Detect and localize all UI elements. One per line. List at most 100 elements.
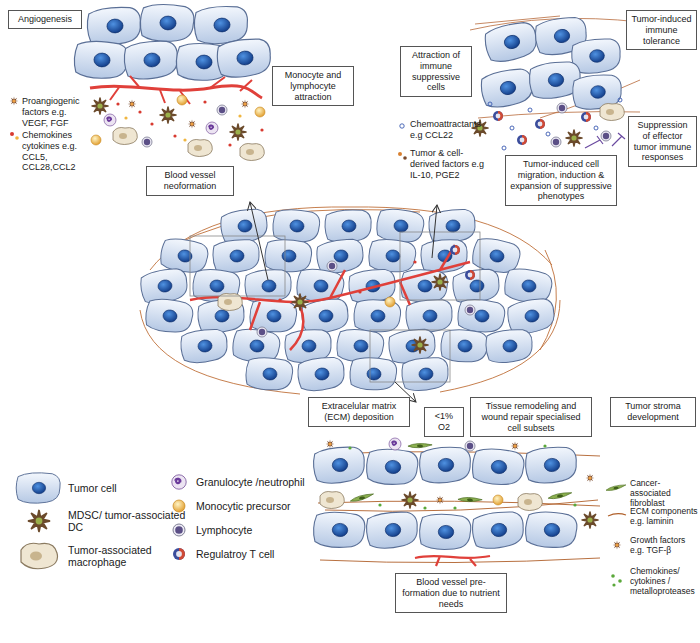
label-box: Tumor-induced cell migration, induction …: [505, 155, 617, 206]
immune-tolerance-panel: [400, 124, 404, 128]
stroma-panel: [608, 514, 626, 516]
angiogenesis-panel: [260, 128, 263, 131]
stroma-panel: [326, 440, 335, 449]
tumor-mass: [292, 294, 308, 310]
stroma-panel: [586, 474, 595, 483]
tumor-mass: [278, 260, 416, 301]
immune-tolerance-panel: [585, 133, 625, 148]
tumor-mass: [400, 232, 480, 300]
legend-symbol: [166, 496, 192, 516]
angiogenesis-panel: [113, 128, 137, 145]
legend-label: Regulatroy T cell: [196, 548, 274, 560]
label-box: Extracelular matrix (ECM) deposition: [308, 397, 410, 427]
tumor-mass: [412, 337, 428, 353]
stroma-panel: [348, 444, 576, 509]
label-box: Blood vessel pre-formation due to nutrie…: [395, 573, 507, 613]
stroma-panel: [573, 503, 576, 506]
immune-tolerance-panel: [488, 102, 492, 106]
label-box: Angiogenesis: [8, 10, 82, 29]
angiogenesis-panel: [138, 110, 141, 113]
tumor-mass: [440, 328, 489, 364]
legend-label: Tumor-associated macrophage: [68, 544, 186, 568]
stroma-panel: [419, 446, 472, 484]
angiogenesis-panel: [255, 107, 265, 117]
annotation-text: ECM components e.g. laminin: [630, 506, 698, 526]
legend-label: Tumor cell: [68, 482, 117, 494]
immune-tolerance-panel: [528, 108, 532, 112]
stroma-panel: [471, 447, 525, 487]
immune-tolerance-panel: [403, 156, 407, 160]
stroma-panel: [524, 510, 578, 550]
box-text: Suppression of effector tumor immune res…: [634, 120, 692, 162]
immune-tolerance-panel: [546, 132, 550, 136]
legend-entry: MDSC/ tumor-associated DC: [14, 506, 186, 536]
tumor-mass: [349, 356, 397, 391]
stroma-panel: [518, 494, 542, 511]
angiogenesis-panel: [160, 107, 176, 123]
tumor-mass: [139, 202, 560, 402]
tumor-mass: [370, 330, 450, 382]
box-text: <1% O2: [435, 411, 453, 432]
stroma-panel: [402, 492, 418, 508]
stroma-panel: [348, 446, 351, 449]
stroma-panel: [312, 438, 626, 587]
legend-symbol: [14, 506, 64, 536]
legend-label: MDSC/ tumor-associated DC: [68, 509, 186, 533]
box-text: Blood vessel pre-formation due to nutrie…: [402, 577, 500, 609]
tumor-mass: [465, 305, 475, 315]
angiogenesis-panel: [86, 6, 142, 46]
immune-tolerance-panel: [535, 119, 545, 129]
legend-symbol: [166, 544, 192, 564]
legend-entry: Tumor cell: [14, 470, 117, 506]
stroma-panel: [312, 511, 365, 550]
angiogenesis-panel: [173, 134, 176, 137]
angiogenesis-panel: [73, 40, 129, 80]
tumor-mass: [465, 270, 475, 280]
tumor-mass: [190, 232, 480, 382]
angiogenesis-panel: [15, 136, 19, 140]
label-box: Suppression of effector tumor immune res…: [628, 116, 697, 167]
angiogenesis-panel: [240, 144, 264, 161]
angiogenesis-panel: [228, 143, 231, 146]
stroma-panel: [465, 441, 475, 451]
angiogenesis-panel: [177, 95, 187, 105]
immune-tolerance-panel: [566, 130, 582, 146]
legend-symbol: [14, 541, 64, 571]
legend-label: Granulocyte /neutrophil: [196, 476, 305, 488]
legend-entry: Tumor-associated macrophage: [14, 541, 186, 571]
angiogenesis-panel: [216, 37, 273, 79]
box-text: Tumor stroma development: [625, 401, 681, 422]
legend-entry: Regulatroy T cell: [166, 544, 274, 564]
box-text: Extracelular matrix (ECM) deposition: [322, 401, 397, 422]
angiogenesis-panel: [188, 120, 197, 129]
tumor-mass: [432, 205, 437, 258]
tumor-mass: [450, 245, 460, 255]
angiogenesis-panel: [10, 132, 14, 136]
angiogenesis-panel: [183, 138, 186, 141]
stroma-panel: [312, 445, 366, 485]
stroma-panel: [543, 444, 546, 447]
annotation-text: Chemoattractants e.g CCL22: [410, 119, 492, 141]
legend-symbol: [173, 524, 185, 536]
immune-tolerance-panel: [398, 152, 402, 156]
box-text: Angiogenesis: [18, 14, 72, 24]
angiogenesis-panel: [123, 39, 179, 80]
angiogenesis-panel: [124, 116, 127, 119]
immune-tolerance-panel: [612, 133, 625, 146]
stroma-panel: [582, 512, 598, 528]
legend-symbol: [166, 520, 192, 540]
immune-tolerance-panel: [557, 103, 567, 113]
immune-tolerance-panel: [502, 146, 506, 150]
tumor-mass: [144, 297, 194, 335]
tumor-mass: [272, 208, 321, 244]
stroma-panel: [511, 442, 520, 451]
tumor-mass: [245, 356, 294, 392]
label-box: <1% O2: [424, 407, 464, 437]
immune-tolerance-panel: [618, 98, 622, 102]
stroma-panel: [436, 496, 445, 505]
legend-symbol: [172, 475, 186, 489]
immune-tolerance-panel: [479, 66, 535, 110]
legend-symbol: [173, 548, 185, 560]
stroma-panel: [453, 506, 456, 509]
annotation-text: Cancer-associated fibroblast: [630, 478, 698, 509]
